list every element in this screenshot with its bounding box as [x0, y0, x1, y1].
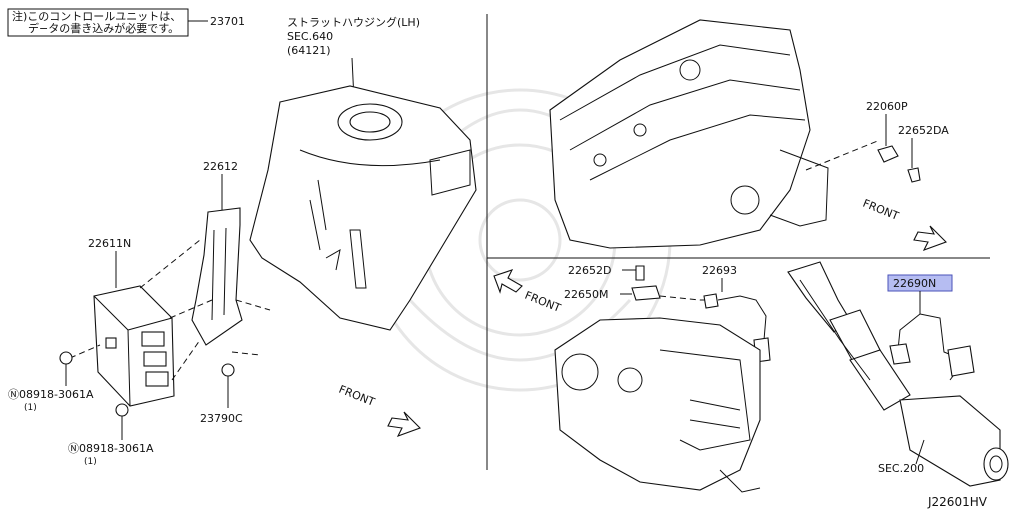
front-label-mid: FRONT: [523, 289, 563, 315]
strut-housing-code: (64121): [287, 44, 331, 57]
assembly-lines-left-1: [139, 239, 213, 381]
front-arrow-top-right-icon: [913, 225, 947, 251]
nut-1-label: Ⓝ08918-3061A: [8, 388, 94, 401]
note-line-1: 注)このコントロールユニットは、: [12, 9, 181, 23]
note-ref-number: 23701: [210, 15, 245, 28]
part-22060P-label: 22060P: [866, 100, 908, 113]
sensor-22650M-drawing: [631, 285, 661, 301]
nut-23790C-drawing: [221, 363, 235, 377]
connector-22693: [703, 293, 719, 309]
part-22693-label: 22693: [702, 264, 737, 277]
nut-2-label: Ⓝ08918-3061A: [68, 442, 154, 455]
note-line-2: デ−タの書き込みが必要です。: [28, 21, 179, 35]
control-unit-22611N: [93, 285, 175, 407]
engine-head-drawing: [549, 19, 829, 249]
diagram-id: J22601HV: [927, 495, 988, 509]
sec200-label: SEC.200: [878, 462, 924, 475]
strut-housing-sec: SEC.640: [287, 30, 333, 43]
part-22652DA-label: 22652DA: [898, 124, 949, 137]
sensor-22690N-drawing: [889, 343, 911, 365]
front-label-left: FRONT: [337, 383, 377, 409]
sensor-22690N-connector: [947, 345, 975, 377]
part-22690N-label[interactable]: 22690N: [893, 277, 936, 290]
strut-housing-drawing: [249, 85, 477, 331]
sensor-22690N-wire-2: [897, 313, 921, 351]
sec200-leader: [915, 439, 925, 465]
part-22650M-label: 22650M: [564, 288, 608, 301]
front-arrow-mid-icon: [493, 269, 523, 294]
strut-housing-name: ストラットハウジング(LH): [287, 15, 420, 29]
sensor-22060P-drawing: [877, 145, 899, 163]
nut-2-drawing: [115, 403, 129, 417]
nut-1-qty: (1): [24, 403, 37, 413]
front-label-top-right: FRONT: [861, 197, 901, 223]
part-22611N-label: 22611N: [88, 237, 131, 250]
nut-2-qty: (1): [84, 457, 97, 467]
engine-lower-drawing: [554, 317, 761, 493]
part-23790C-label: 23790C: [200, 412, 243, 425]
catalytic-converter-drawing: [787, 261, 1009, 487]
bolt-22652DA-drawing: [907, 167, 921, 183]
bolt-22652D-drawing: [635, 265, 645, 281]
harness-dash: [659, 295, 712, 301]
assembly-lines-left-2: [69, 299, 271, 411]
bracket-22612: [191, 207, 243, 346]
part-22652D-label: 22652D: [568, 264, 611, 277]
note-box: [7, 8, 189, 37]
part-22612-label: 22612: [203, 160, 238, 173]
front-arrow-left-icon: [387, 411, 421, 437]
assembly-line-sensor: [805, 139, 881, 171]
nut-1-drawing: [59, 351, 73, 365]
